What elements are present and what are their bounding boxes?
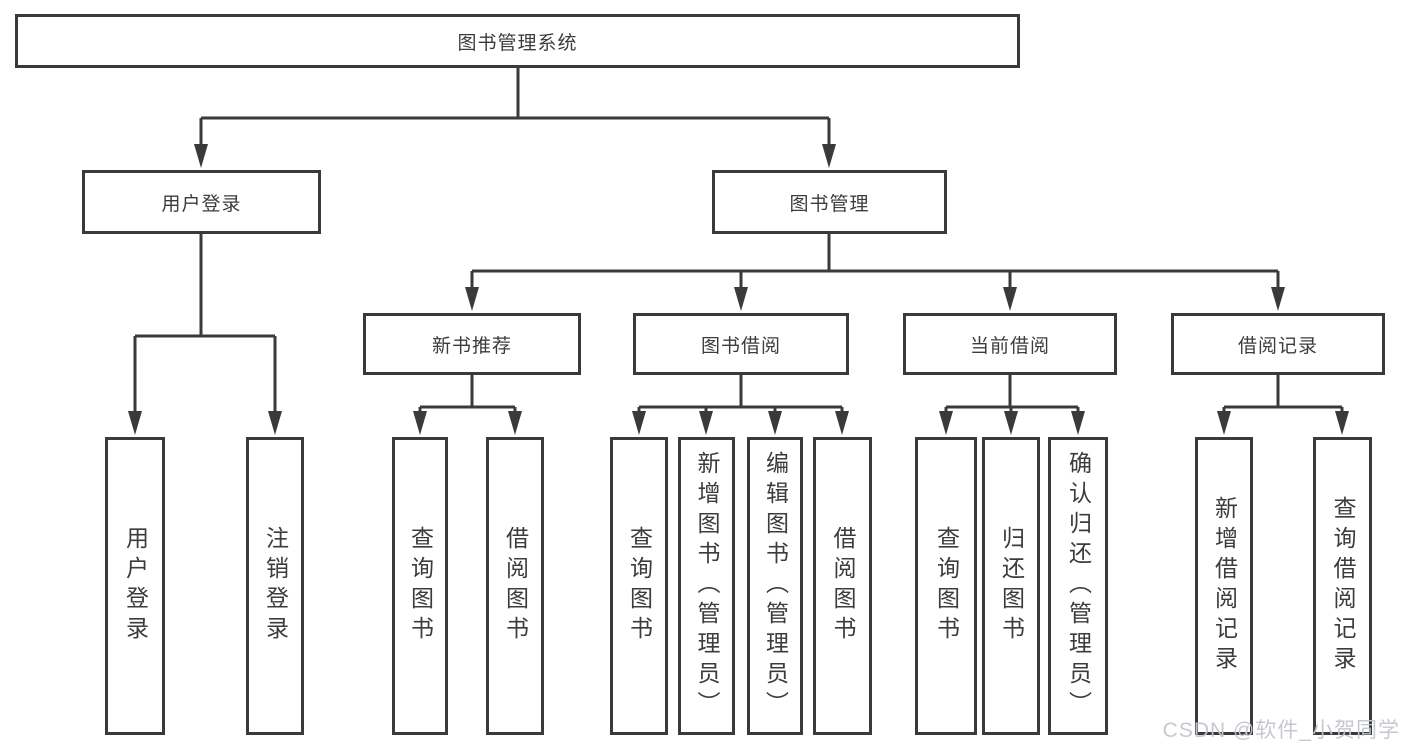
node-user-login: 用户登录 [82, 170, 321, 234]
node-book-management: 图书管理 [712, 170, 947, 234]
leaf-borrow-books-label: 借阅图书 [830, 526, 856, 646]
node-borrow-records: 借阅记录 [1171, 313, 1385, 375]
leaf-query-borrow-record: 查询借阅记录 [1313, 437, 1372, 735]
leaf-edit-books-admin: 编辑图书（管理员） [747, 437, 803, 735]
leaf-add-books-admin: 新增图书（管理员） [678, 437, 735, 735]
leaf-recommend-borrow-books: 借阅图书 [486, 437, 544, 735]
leaf-recommend-borrow-books-label: 借阅图书 [502, 526, 529, 646]
leaf-confirm-return-admin: 确认归还（管理员） [1048, 437, 1108, 735]
leaf-return-books: 归还图书 [982, 437, 1040, 735]
node-user-login-label: 用户登录 [161, 193, 242, 215]
leaf-borrow-query-books-label: 查询图书 [626, 526, 653, 646]
node-root-label: 图书管理系统 [457, 32, 578, 54]
csdn-watermark: CSDN @软件_小贺同学 [1162, 719, 1400, 742]
leaf-borrow-books: 借阅图书 [813, 437, 872, 735]
node-new-book-recommend: 新书推荐 [363, 313, 581, 375]
leaf-query-borrow-record-label: 查询借阅记录 [1330, 496, 1356, 676]
leaf-add-borrow-record: 新增借阅记录 [1195, 437, 1253, 735]
node-new-book-recommend-label: 新书推荐 [431, 335, 512, 357]
leaf-user-login: 用户登录 [105, 437, 165, 735]
leaf-current-query-books: 查询图书 [915, 437, 977, 735]
node-root: 图书管理系统 [15, 14, 1020, 68]
node-borrow-records-label: 借阅记录 [1237, 335, 1318, 357]
node-book-borrow: 图书借阅 [633, 313, 849, 375]
leaf-add-borrow-record-label: 新增借阅记录 [1211, 496, 1238, 676]
leaf-user-login-label: 用户登录 [122, 526, 149, 646]
node-current-borrow-label: 当前借阅 [969, 335, 1050, 357]
leaf-return-books-label: 归还图书 [998, 526, 1025, 646]
leaf-logout-label: 注销登录 [262, 526, 289, 646]
leaf-logout: 注销登录 [246, 437, 304, 735]
leaf-recommend-query-books: 查询图书 [392, 437, 448, 735]
leaf-edit-books-admin-label: 编辑图书（管理员） [762, 451, 789, 721]
node-book-management-label: 图书管理 [789, 193, 870, 215]
node-book-borrow-label: 图书借阅 [700, 335, 781, 357]
leaf-borrow-query-books: 查询图书 [610, 437, 668, 735]
leaf-add-books-admin-label: 新增图书（管理员） [694, 451, 720, 721]
node-current-borrow: 当前借阅 [903, 313, 1117, 375]
leaf-recommend-query-books-label: 查询图书 [407, 526, 434, 646]
leaf-confirm-return-admin-label: 确认归还（管理员） [1065, 451, 1092, 721]
leaf-current-query-books-label: 查询图书 [933, 526, 960, 646]
